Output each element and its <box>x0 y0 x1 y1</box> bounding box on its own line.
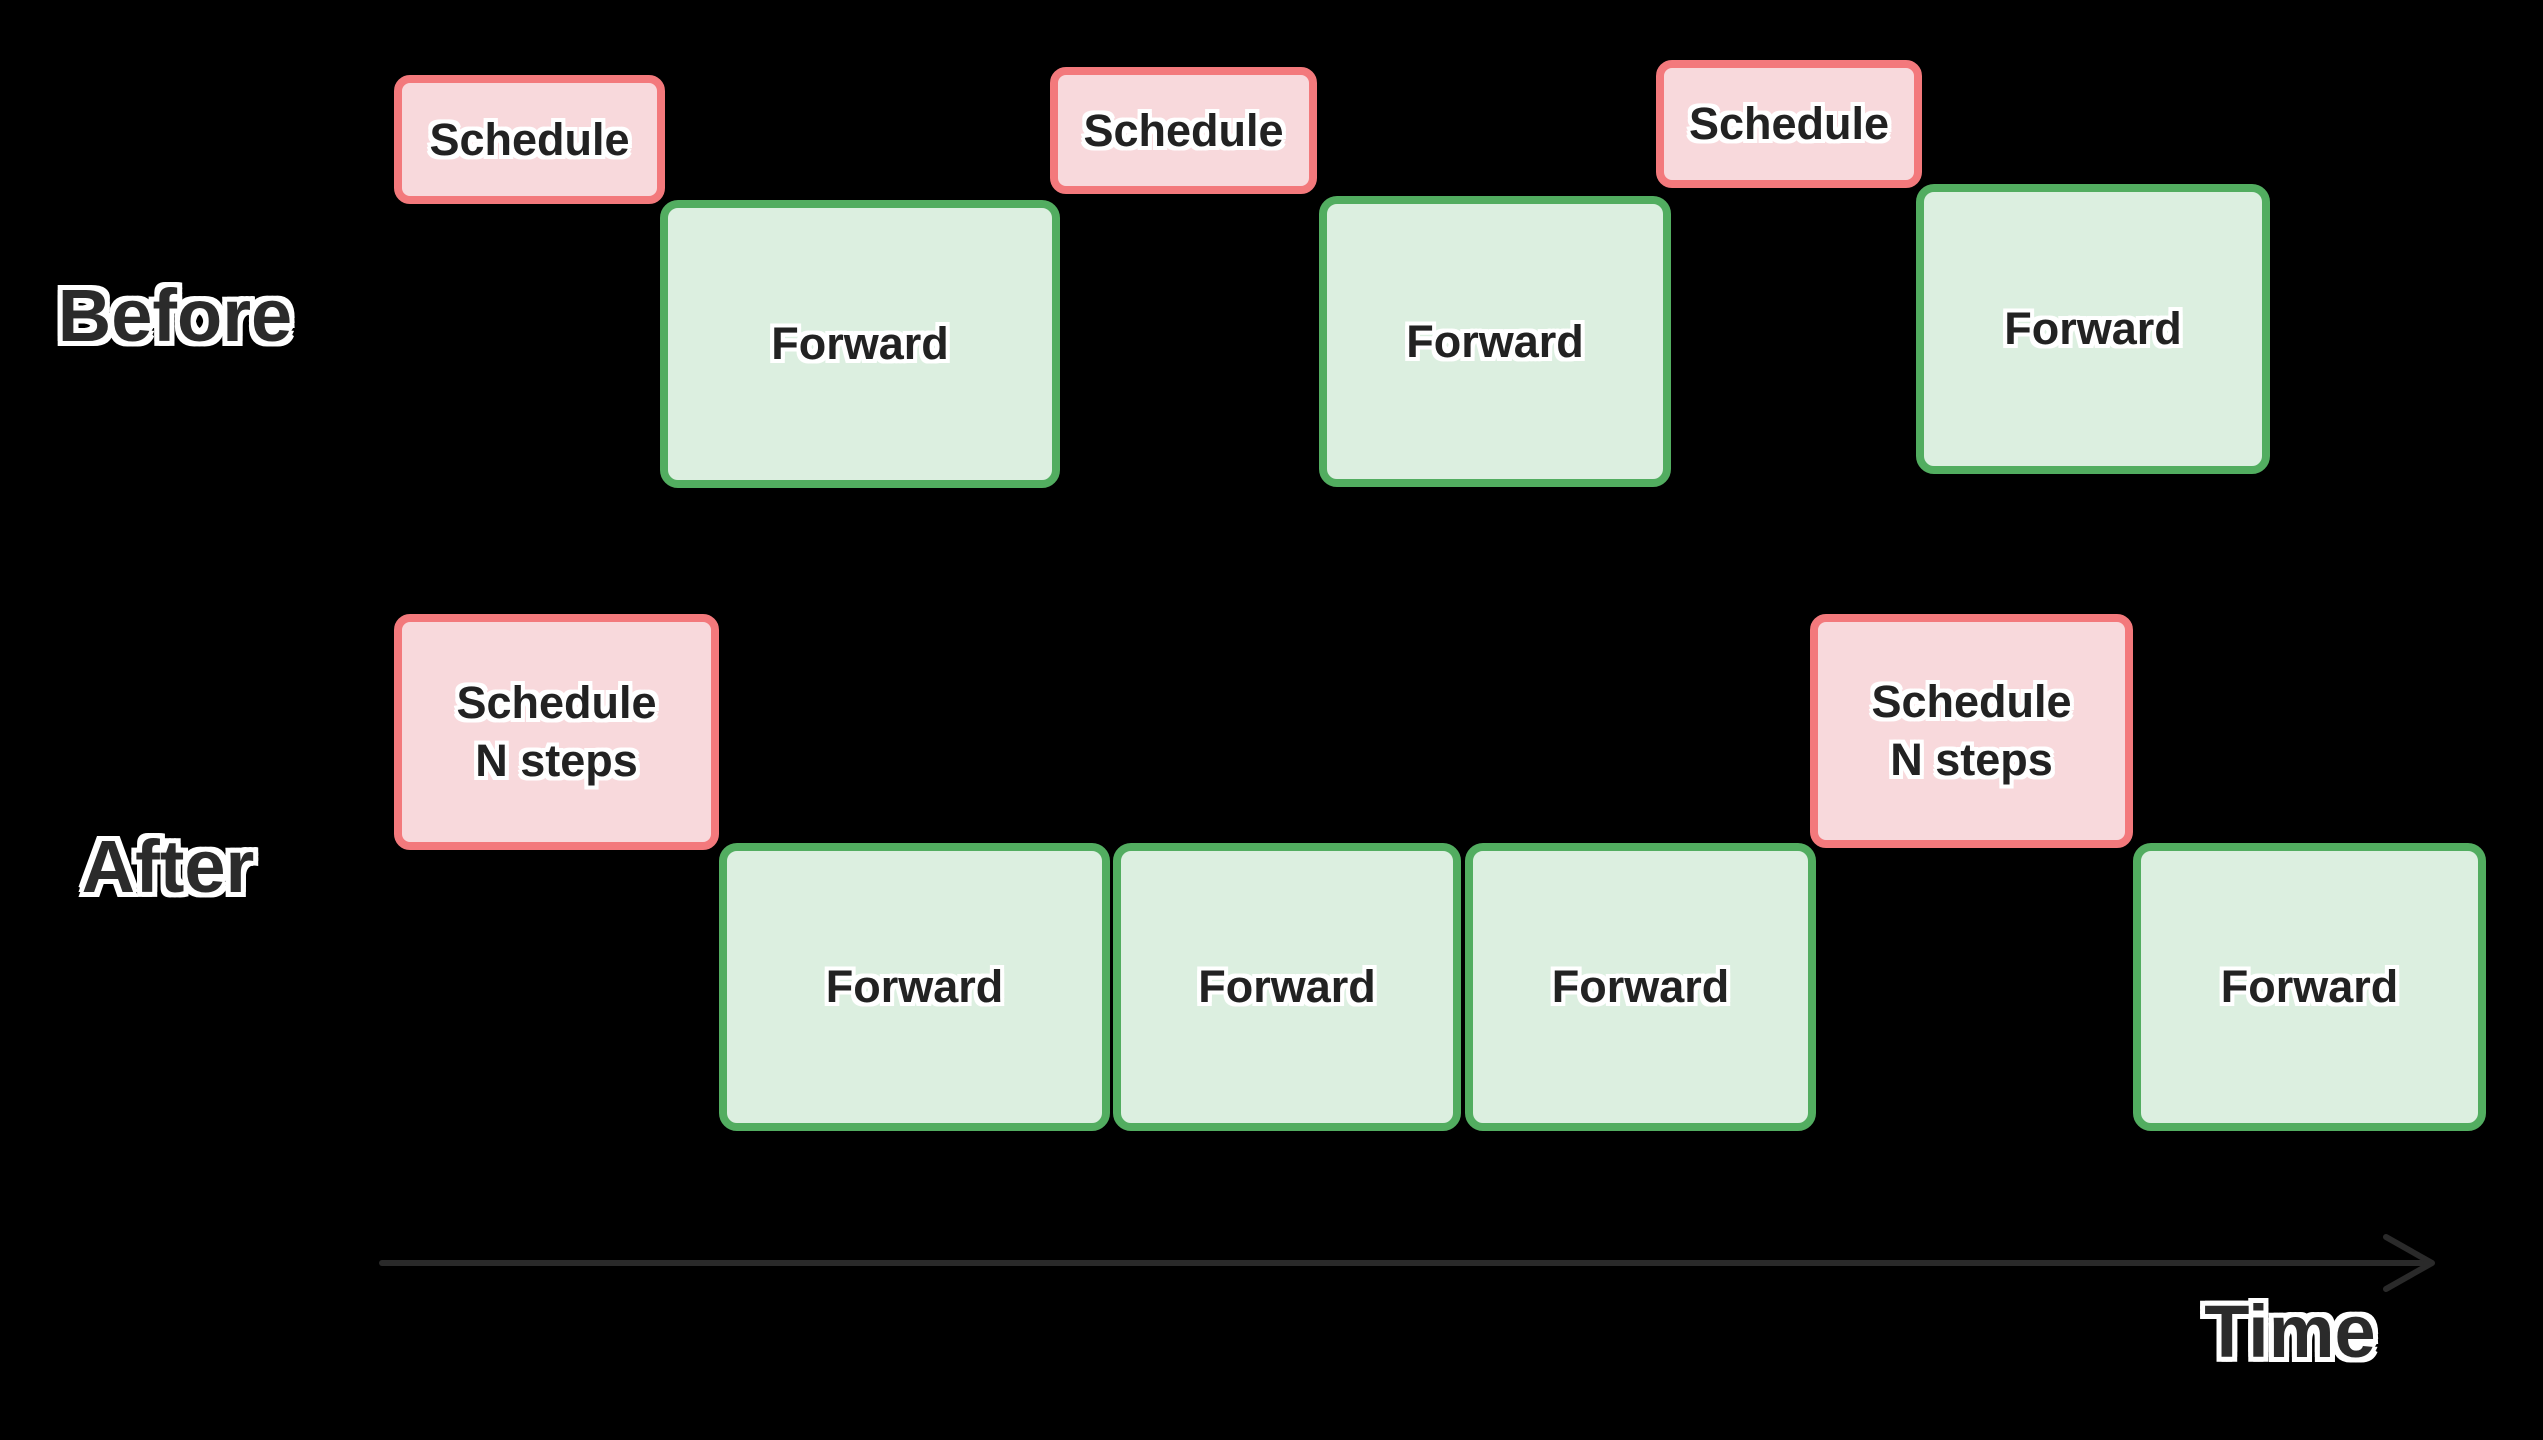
before-schedule-box-2-label: Schedule <box>1083 104 1284 156</box>
before-forward-box-3: Forward <box>1916 184 2270 474</box>
after-schedule-box-1-line-1: Schedule <box>456 677 657 729</box>
before-forward-box-1: Forward <box>660 200 1060 488</box>
before-schedule-box-2: Schedule <box>1050 67 1317 194</box>
before-schedule-box-1: Schedule <box>394 75 665 204</box>
after-forward-box-1-label: Forward <box>825 961 1004 1013</box>
after-schedule-box-2-line-1: Schedule <box>1871 676 2072 728</box>
before-forward-box-2-label: Forward <box>1406 315 1584 367</box>
time-axis-label: Time <box>2204 1290 2376 1373</box>
after-forward-box-1: Forward <box>719 843 1110 1131</box>
after-schedule-box-1-label: Schedule N steps <box>456 674 656 789</box>
after-schedule-box-2-label: Schedule N steps <box>1871 673 2071 788</box>
before-schedule-box-3: Schedule <box>1656 60 1922 188</box>
after-forward-box-3: Forward <box>1465 843 1816 1131</box>
after-forward-box-2-label: Forward <box>1198 961 1376 1013</box>
before-forward-box-3-label: Forward <box>2004 303 2182 355</box>
after-forward-box-3-label: Forward <box>1551 961 1730 1013</box>
after-forward-box-4: Forward <box>2133 843 2486 1131</box>
after-schedule-box-1: Schedule N steps <box>394 614 719 850</box>
before-schedule-box-3-label: Schedule <box>1688 98 1890 150</box>
after-schedule-box-2: Schedule N steps <box>1810 614 2133 848</box>
before-schedule-box-1-label: Schedule <box>429 113 630 165</box>
after-forward-box-2: Forward <box>1113 843 1461 1131</box>
time-axis-arrow-icon <box>379 1234 2435 1292</box>
after-schedule-box-1-line-2: N steps <box>475 735 638 786</box>
before-forward-box-1-label: Forward <box>771 318 949 370</box>
after-schedule-box-2-line-2: N steps <box>1890 734 2053 785</box>
before-forward-box-2: Forward <box>1319 196 1671 487</box>
after-forward-box-4-label: Forward <box>2220 961 2399 1013</box>
after-row-label: After <box>81 825 255 908</box>
before-row-label: Before <box>57 274 293 357</box>
